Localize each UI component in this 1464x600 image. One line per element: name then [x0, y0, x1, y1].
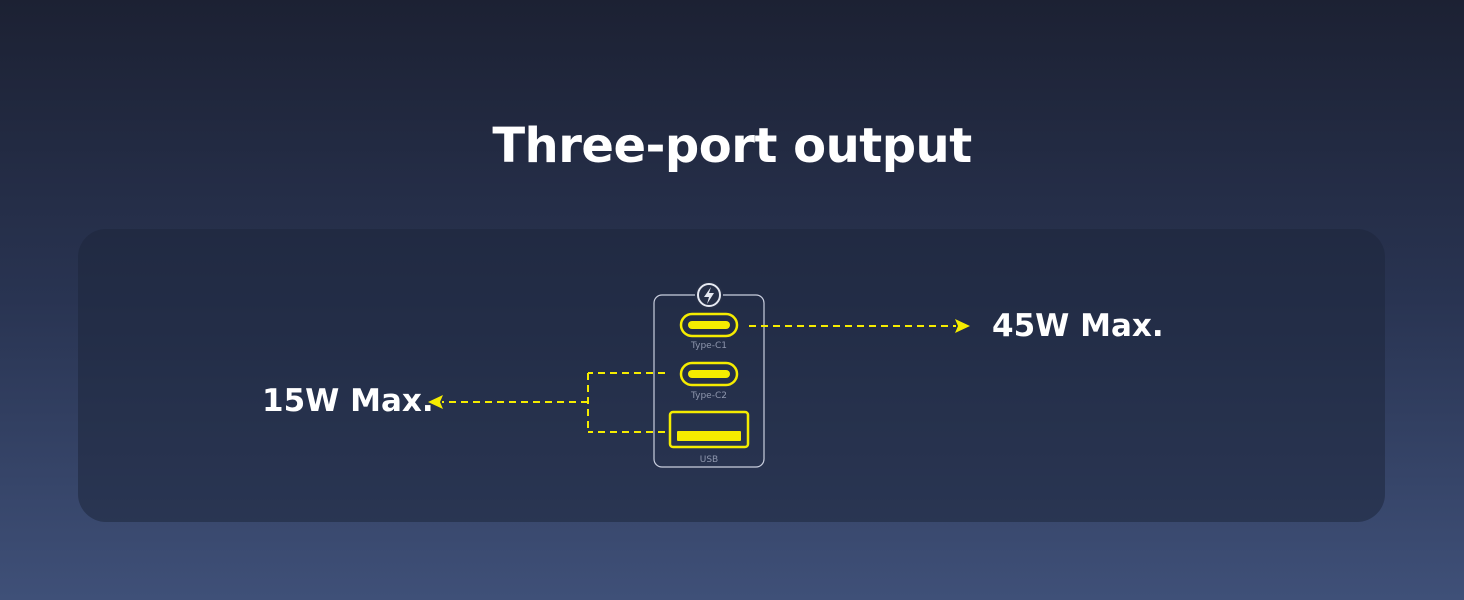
diagram-panel [78, 229, 1385, 522]
usb-label: USB [700, 455, 718, 465]
output-label-45w: 45W Max. [992, 308, 1164, 344]
arrow-15w [428, 372, 665, 433]
type-c1-port [679, 312, 739, 338]
usb-port [668, 410, 750, 449]
type-c1-label: Type-C1 [690, 341, 727, 351]
page-title: Three-port output [492, 118, 972, 174]
type-c2-label: Type-C2 [690, 391, 727, 401]
type-c2-port [679, 361, 739, 387]
output-label-15w: 15W Max. [262, 383, 434, 419]
charging-badge-icon [695, 281, 723, 309]
arrow-45w [749, 319, 970, 333]
